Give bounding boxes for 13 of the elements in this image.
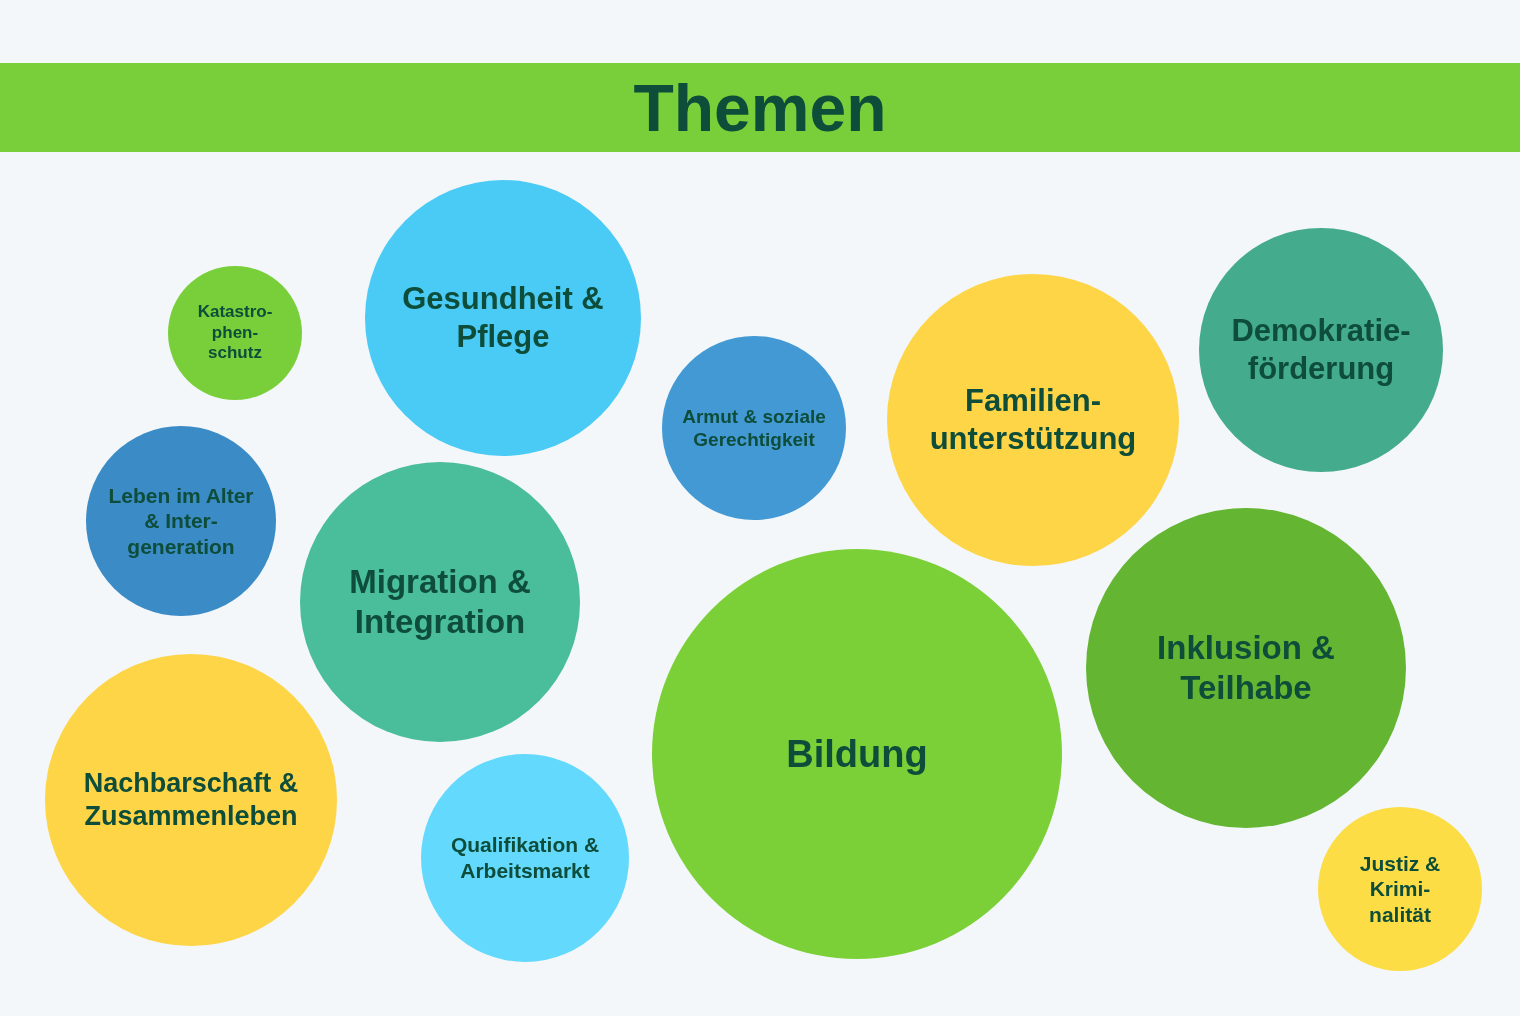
title: Themen xyxy=(633,74,887,141)
topic-label: Justiz & Krimi-nalität xyxy=(1358,850,1442,928)
topic-label: Familien-unterstützung xyxy=(928,382,1138,458)
topic-label: Migration & Integration xyxy=(348,561,532,642)
topic-label: Inklusion & Teilhabe xyxy=(1156,627,1336,708)
topic-label: Leben im Alter & Inter-generation xyxy=(107,482,255,560)
topic-label: Armut & soziale Gerechtigkeit xyxy=(681,404,827,452)
topic-label: Gesundheit & Pflege xyxy=(401,280,605,356)
topic-label: Qualifikation & Arbeitsmarkt xyxy=(449,832,601,884)
topic-label: Katastro-phen-schutz xyxy=(196,301,274,365)
topic-label: Demokratie-förderung xyxy=(1230,312,1412,388)
topic-label: Nachbarschaft & Zusammenleben xyxy=(82,767,300,833)
topic-label: Bildung xyxy=(785,731,929,777)
